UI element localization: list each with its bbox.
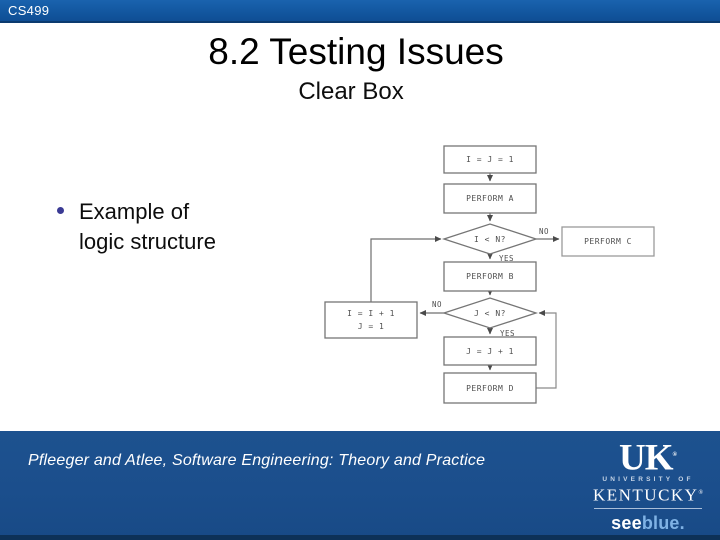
slide-title: 8.2 Testing Issues	[208, 31, 504, 72]
node-perform-a-box	[443, 183, 537, 214]
node-incr-i-label-line2: J = 1	[358, 322, 385, 331]
seeblue-see: see	[611, 512, 642, 533]
cond2-yes-label: YES	[500, 329, 515, 338]
node-perform-d-box	[443, 372, 537, 404]
edge-d-loop-to-cond2	[536, 310, 557, 389]
uk-logo: UK® UNIVERSITY OF KENTUCKY® seeblue.	[586, 439, 710, 534]
node-init-box	[443, 145, 537, 174]
registered-mark-icon: ®	[672, 452, 677, 458]
node-incr-j-label: J = J + 1	[466, 347, 514, 356]
flowchart-diagram: I = J = 1 PERFORM A I < N? PERFORM C PER…	[324, 145, 655, 404]
slide-subtitle: Clear Box	[298, 78, 404, 105]
node-perform-c-label: PERFORM C	[584, 237, 632, 246]
node-init-label: I = J = 1	[466, 155, 514, 164]
university-of-text: UNIVERSITY OF	[602, 476, 694, 484]
registered-mark-icon: ®	[698, 490, 704, 497]
bullet-icon	[57, 207, 64, 214]
node-perform-a-label: PERFORM A	[466, 194, 514, 203]
node-perform-c-box	[561, 226, 655, 257]
cond1-yes-label: YES	[499, 254, 514, 263]
node-incr-i-box	[324, 301, 418, 339]
node-perform-b-label: PERFORM B	[466, 272, 514, 281]
seeblue-tagline: seeblue.	[586, 513, 710, 534]
top-bar: CS499	[0, 0, 720, 23]
footer-citation: Pfleeger and Atlee, Software Engineering…	[28, 452, 486, 469]
node-incr-i-label-line1: I = I + 1	[347, 309, 395, 318]
bullet-line: Example of	[79, 199, 190, 224]
uk-letters: UK	[619, 437, 673, 479]
node-perform-d-label: PERFORM D	[466, 384, 514, 393]
node-cond2-label: J < N?	[474, 309, 506, 318]
seeblue-blue: blue.	[641, 512, 685, 533]
footer-band: Pfleeger and Atlee, Software Engineering…	[0, 431, 720, 540]
node-perform-b-box	[443, 261, 537, 292]
logo-underline	[594, 507, 702, 509]
node-cond1-diamond	[441, 223, 539, 255]
cond2-no-label: NO	[432, 300, 442, 309]
uk-logo-mark: UK®	[586, 439, 710, 476]
kentucky-text: KENTUCKY®	[586, 484, 710, 505]
node-incr-j-box	[443, 336, 537, 366]
node-cond2-diamond	[441, 297, 539, 329]
edge-incr-i-to-cond1	[370, 236, 442, 302]
bullet-item: Example of logic structure	[57, 197, 216, 257]
course-code: CS499	[8, 3, 50, 18]
node-cond1-label: I < N?	[474, 235, 506, 244]
bullet-text: Example of logic structure	[79, 197, 216, 257]
footer-bottom-edge	[0, 535, 720, 540]
bullet-line: logic structure	[79, 229, 216, 254]
kentucky-word: KENTUCKY	[592, 485, 699, 505]
cond1-no-label: NO	[539, 227, 549, 236]
